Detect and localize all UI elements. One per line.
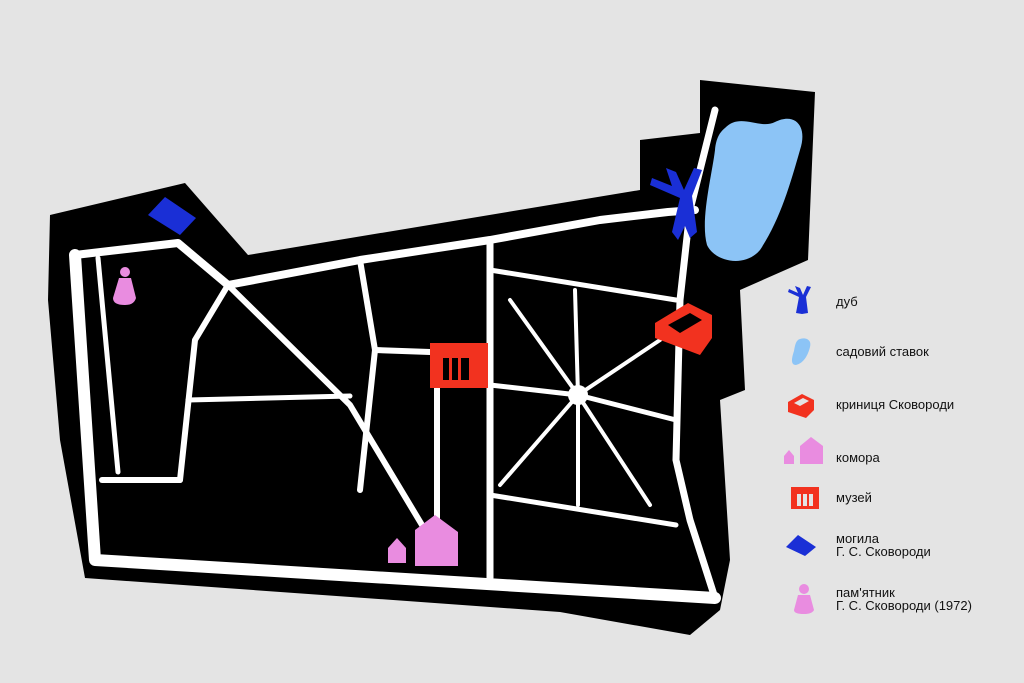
well — [655, 303, 712, 355]
legend-label-oak: дуб — [836, 294, 858, 309]
oak-icon — [788, 286, 811, 314]
well-icon — [788, 394, 814, 418]
legend-item-monument: пам'ятник Г. С. Сковороди (1972) — [780, 580, 1020, 616]
legend-label-grave-line2: Г. С. Сковороди — [836, 544, 931, 559]
legend-label-pond: садовий ставок — [836, 344, 929, 359]
legend-label-storehouse: комора — [836, 450, 880, 465]
legend-label-well: криниця Сковороди — [836, 397, 955, 412]
grave-icon — [786, 535, 816, 556]
pond — [704, 118, 803, 261]
legend-label-monument-line2: Г. С. Сковороди (1972) — [836, 598, 972, 613]
legend-label-grave-line1: могила — [836, 531, 879, 546]
legend-item-grave: могила Г. С. Сковороди — [780, 527, 1020, 561]
monument — [113, 267, 136, 305]
museum — [430, 343, 488, 388]
legend-item-well: криниця Сковороди — [780, 390, 1020, 420]
grave — [148, 197, 196, 235]
storehouse-icon — [784, 437, 823, 464]
park-paths — [69, 106, 721, 604]
storehouse — [388, 515, 458, 566]
legend-item-oak: дуб — [780, 285, 1020, 315]
museum-icon — [791, 487, 819, 509]
legend-label-monument-line1: пам'ятник — [836, 585, 895, 600]
legend-item-storehouse: комора — [780, 434, 1020, 466]
legend-item-pond: садовий ставок — [780, 337, 1020, 367]
legend-label-museum: музей — [836, 490, 872, 505]
pond-icon — [792, 338, 811, 365]
legend-item-museum: музей — [780, 483, 1020, 513]
monument-icon — [794, 584, 814, 614]
oak — [650, 168, 702, 240]
